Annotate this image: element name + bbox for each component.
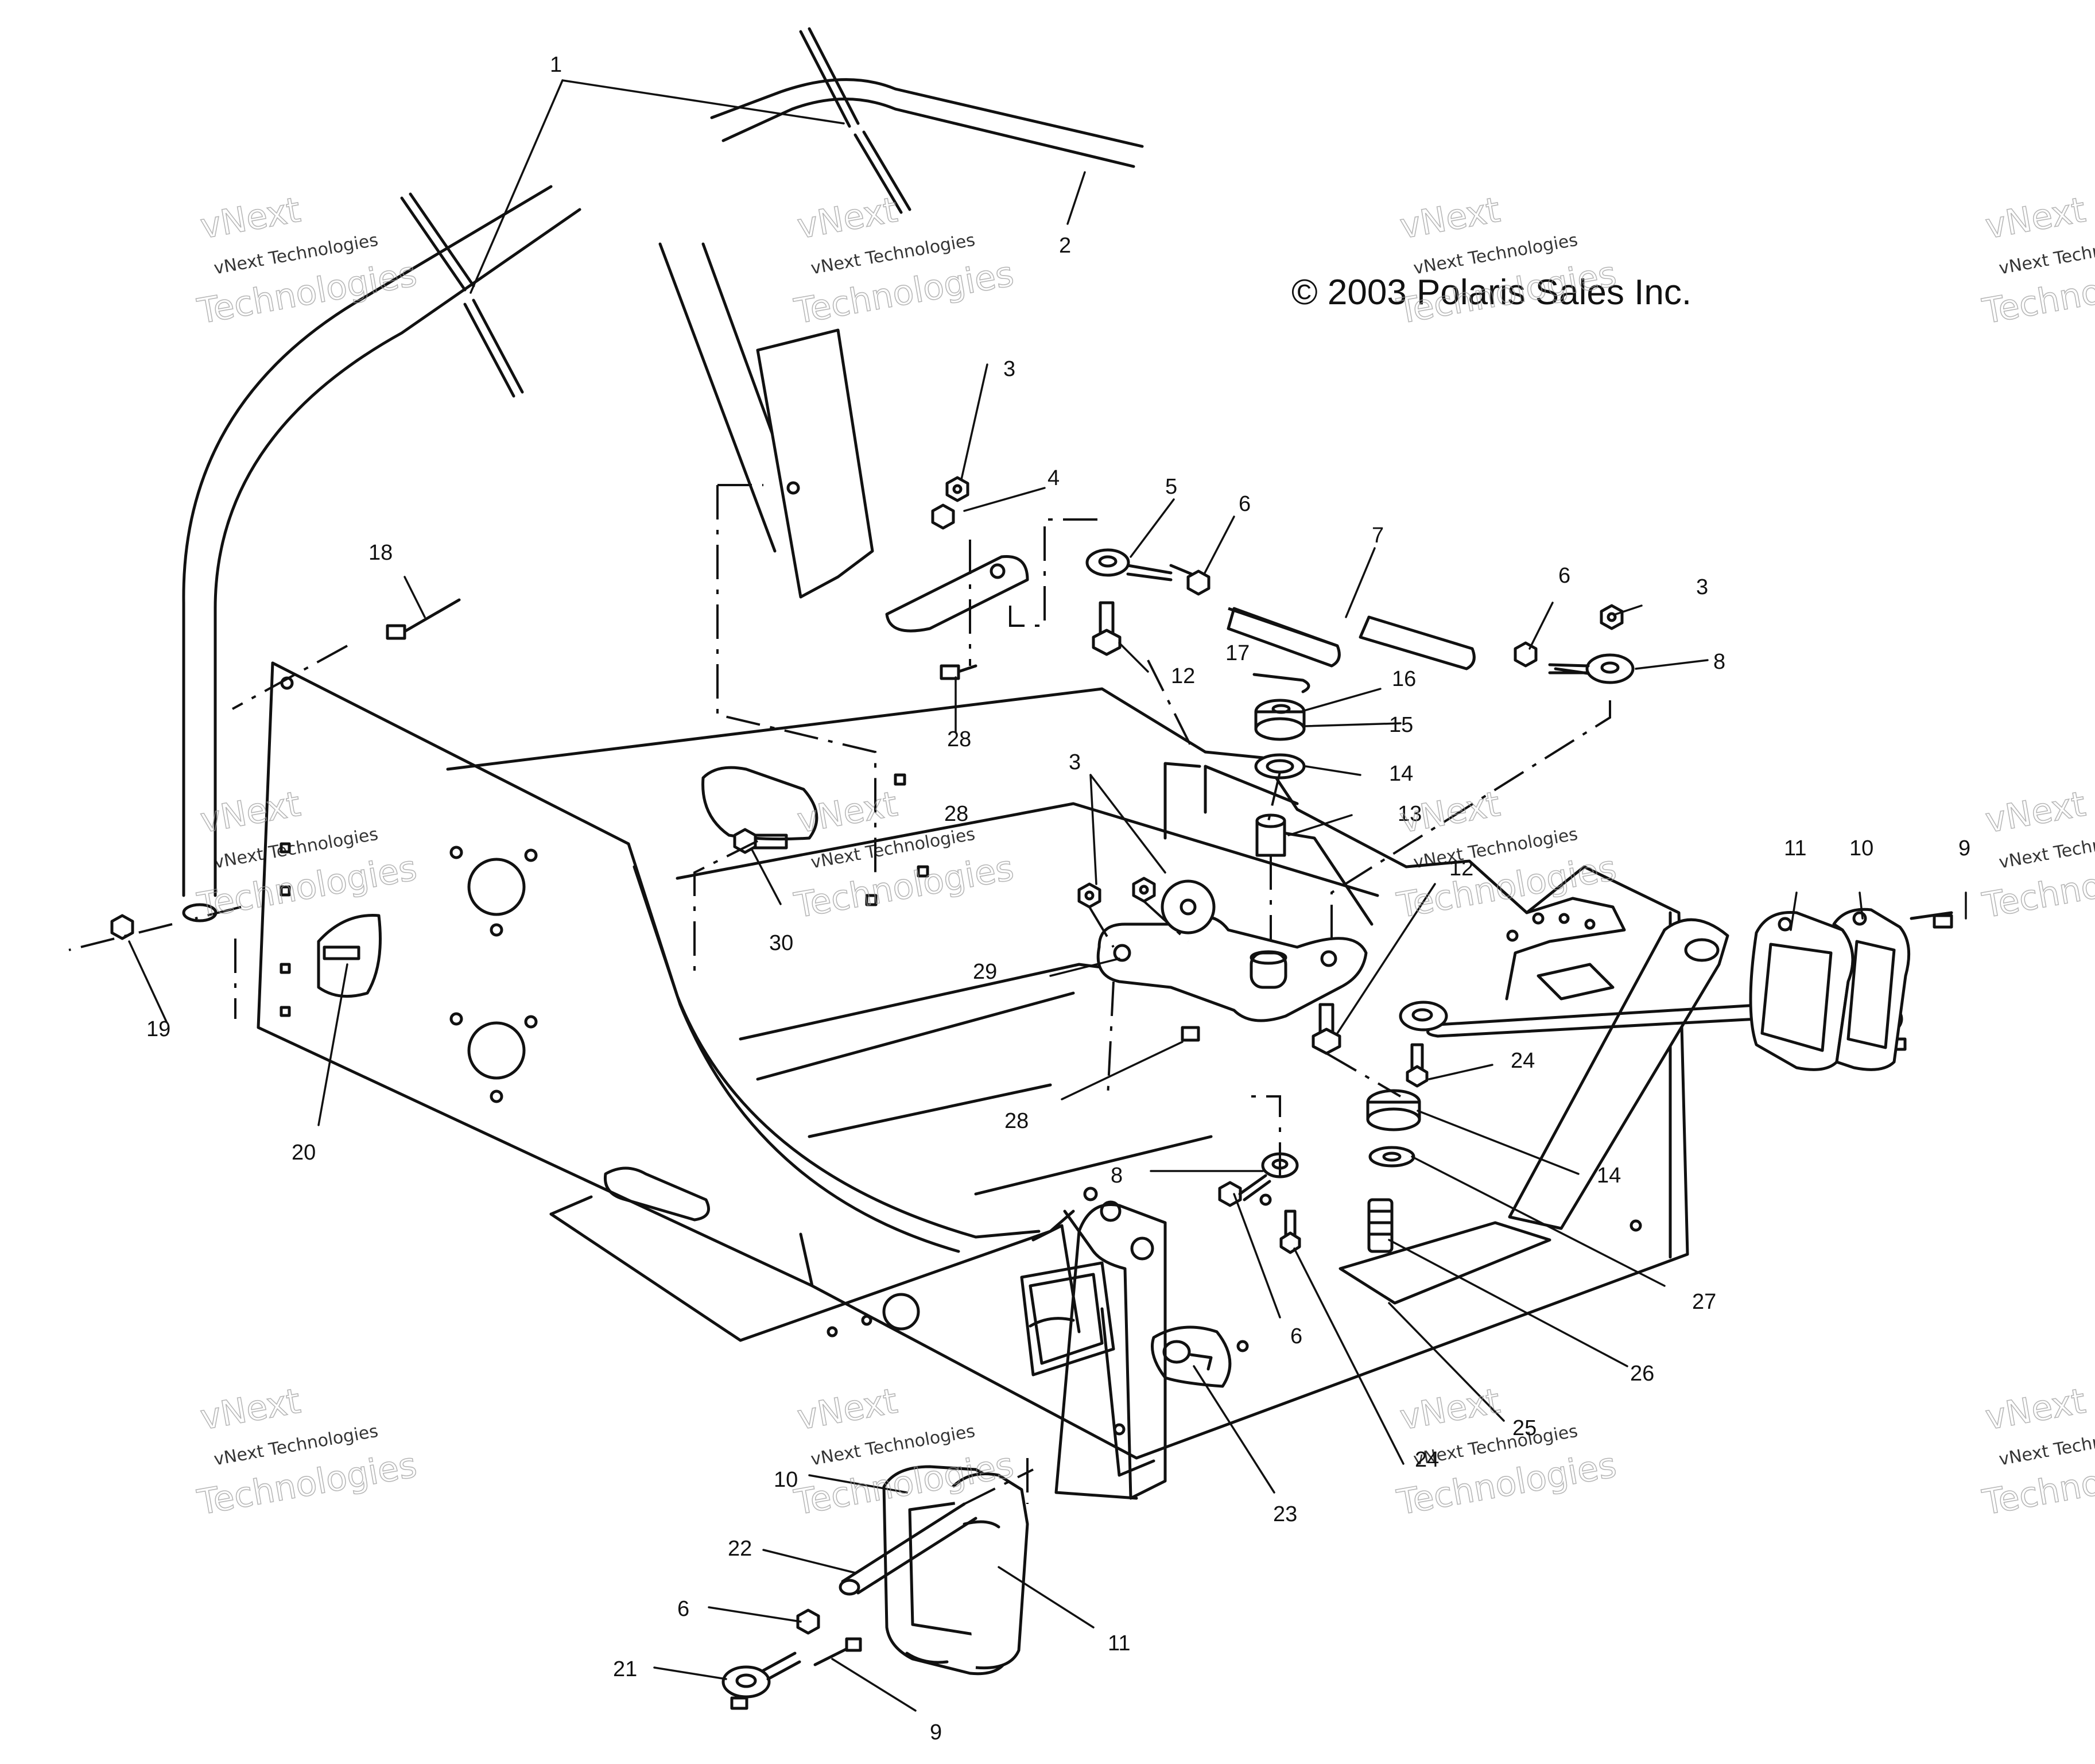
callout-14: 14 — [1597, 1164, 1621, 1188]
svg-text:vNext: vNext — [794, 784, 901, 841]
callout-29: 29 — [973, 960, 997, 984]
callout-19: 19 — [146, 1017, 170, 1041]
steering-arm-plate — [1096, 879, 1368, 1022]
callout-10: 10 — [774, 1468, 798, 1492]
callout-11: 11 — [1784, 836, 1806, 860]
copyright-notice: © 2003 Polaris Sales Inc. — [1291, 273, 1691, 312]
svg-text:vNext: vNext — [197, 784, 304, 841]
callout-3: 3 — [1003, 357, 1015, 381]
callout-15: 15 — [1389, 713, 1413, 737]
callout-25: 25 — [1512, 1416, 1537, 1440]
callout-1: 1 — [550, 53, 562, 77]
callout-27: 27 — [1692, 1290, 1716, 1314]
callout-9: 9 — [930, 1720, 942, 1744]
callout-11: 11 — [1108, 1631, 1130, 1656]
watermark: vNext vNext Technologies Technologies — [1979, 784, 2095, 926]
eye-bolt-21 — [721, 1651, 801, 1710]
svg-text:vNext: vNext — [197, 190, 304, 247]
svg-text:vNext: vNext — [197, 1381, 304, 1438]
svg-text:vNext: vNext — [1397, 1381, 1503, 1438]
callout-8: 8 — [1111, 1164, 1123, 1188]
callout-5: 5 — [1165, 475, 1177, 499]
shaft-22 — [839, 1502, 977, 1596]
callout-17: 17 — [1225, 641, 1250, 665]
callout-13: 13 — [1398, 802, 1422, 826]
callout-22: 22 — [728, 1537, 752, 1561]
lower-bracket-pair — [882, 1465, 1029, 1676]
svg-text:vNext: vNext — [1983, 1381, 2089, 1438]
right-handlebar — [710, 27, 1144, 214]
callout-2: 2 — [1059, 234, 1071, 258]
svg-text:vNext: vNext — [1397, 784, 1503, 841]
tie-rod-upper — [1169, 564, 1597, 676]
callout-20: 20 — [292, 1141, 316, 1165]
callout-6: 6 — [677, 1597, 689, 1621]
callout-3: 3 — [1069, 750, 1081, 774]
callout-28: 28 — [1004, 1109, 1029, 1133]
assembly-lines — [68, 484, 1611, 1505]
callout-6: 6 — [1558, 564, 1570, 588]
svg-text:vNext: vNext — [1983, 784, 2089, 841]
callout-30: 30 — [769, 931, 793, 955]
watermark-group: vNext vNext Technologies Technologies vN… — [194, 189, 2095, 1523]
steering-post — [658, 242, 1029, 633]
callout-3: 3 — [1696, 575, 1708, 599]
bulkhead-frame — [257, 661, 1729, 1500]
watermark: vNext vNext Technologies Technologies — [194, 189, 420, 332]
watermark: vNext vNext Technologies Technologies — [194, 1381, 420, 1523]
callout-labels: 1 2 3 4 5 6 7 6 3 8 12 17 16 15 14 13 12… — [146, 53, 1970, 1744]
callout-18: 18 — [368, 541, 393, 565]
callout-12: 12 — [1449, 856, 1473, 881]
watermark: vNext vNext Technologies Technologies — [791, 784, 1017, 926]
callout-28: 28 — [947, 727, 971, 751]
callout-24: 24 — [1511, 1049, 1535, 1073]
callout-26: 26 — [1630, 1362, 1654, 1386]
callout-14: 14 — [1389, 762, 1413, 786]
watermark: vNext vNext Technologies Technologies — [1394, 1381, 1620, 1523]
callout-21: 21 — [613, 1657, 637, 1681]
watermark: vNext vNext Technologies Technologies — [1979, 189, 2095, 332]
svg-text:vNext: vNext — [794, 190, 901, 247]
svg-text:vNext: vNext — [794, 1381, 901, 1438]
svg-text:vNext: vNext — [1397, 190, 1503, 247]
watermark: vNext vNext Technologies Technologies — [1979, 1381, 2095, 1523]
callout-28: 28 — [944, 802, 968, 826]
watermark: vNext vNext Technologies Technologies — [791, 189, 1017, 332]
leader-lines — [128, 79, 1967, 1712]
right-bracket-pair — [1749, 908, 1953, 1071]
callout-23: 23 — [1273, 1502, 1297, 1526]
callout-6: 6 — [1239, 492, 1251, 516]
callout-12: 12 — [1171, 664, 1195, 688]
bolts-and-eye-ends — [317, 548, 1953, 1666]
callout-8: 8 — [1713, 650, 1725, 674]
callout-9: 9 — [1958, 836, 1970, 860]
callout-7: 7 — [1372, 524, 1384, 548]
callout-4: 4 — [1048, 466, 1060, 490]
left-handlebar — [182, 185, 581, 922]
svg-text:vNext: vNext — [1983, 190, 2089, 247]
callout-6: 6 — [1290, 1324, 1302, 1348]
callout-16: 16 — [1392, 667, 1416, 691]
callout-24: 24 — [1415, 1448, 1439, 1472]
callout-10: 10 — [1849, 836, 1873, 860]
